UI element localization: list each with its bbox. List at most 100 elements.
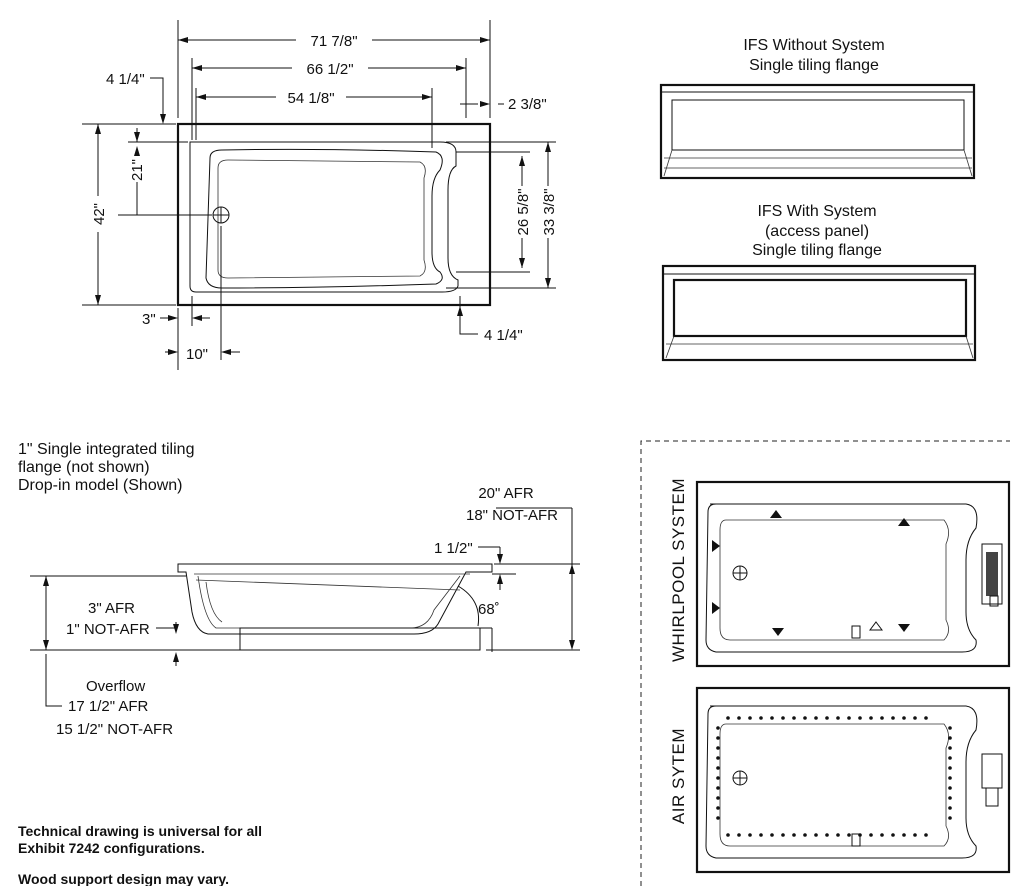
half-width-label: 21" [129,159,146,181]
air-jet-dot [716,736,720,740]
air-jet-dot [716,786,720,790]
ifs-with-subtitle: (access panel) [765,223,869,240]
air-jet-dot [770,716,774,720]
ifs-with-system: IFS With System (access panel) Single ti… [661,203,977,362]
overflow-not-afr-label: 15 1/2" NOT-AFR [56,721,173,738]
air-jet-dot [781,716,785,720]
ifs-without-title: IFS Without System [743,37,884,54]
air-jet-dot [913,833,917,837]
flange-label: 1 1/2" [434,540,473,557]
air-jet-dot [748,716,752,720]
footer-line-2: Exhibit 7242 configurations. [18,840,205,856]
air-jet-dot [716,776,720,780]
air-jet-dot [716,816,720,820]
air-jet-dot [948,736,952,740]
floor-not-afr-label: 1" NOT-AFR [66,621,150,638]
overflow-label: Overflow [86,678,145,695]
ifs-without-system: IFS Without System Single tiling flange [659,37,976,180]
air-system-label: AIR SYTEM [669,728,688,824]
air-jet-dot [759,833,763,837]
air-jet-dot [716,756,720,760]
ifs-without-subtitle: Single tiling flange [749,57,879,74]
bath-width-label: 26 5/8" [515,188,532,235]
air-jet-dot [726,833,730,837]
dashed-border [640,440,1010,886]
drain-offset-10-label: 10" [186,346,208,363]
air-jet-dot [836,833,840,837]
air-jet-dot [716,766,720,770]
air-jet-dot [902,833,906,837]
air-jet-dot [847,833,851,837]
footer-notes: Technical drawing is universal for all E… [18,823,262,886]
plan-view: 71 7/8" 66 1/2" 54 1/8" 4 1/4" 2 3/8" 42… [82,20,558,370]
whirlpool-system-label: WHIRLPOOL SYSTEM [669,478,688,662]
air-jet-dot [737,833,741,837]
section-note-3: Drop-in model (Shown) [18,477,183,494]
height-not-afr-label: 18" NOT-AFR [466,507,558,524]
whirlpool-pump-icon [981,543,1003,605]
air-jet-dot [880,716,884,720]
air-jet-dot [716,796,720,800]
footer-line-3: Wood support design may vary. [18,871,229,886]
overflow-afr-label: 17 1/2" AFR [68,698,149,715]
air-jet-dot [948,796,952,800]
air-jet-dot [836,716,840,720]
air-jet-dot [814,833,818,837]
air-jet-dot [803,716,807,720]
section-note-2: flange (not shown) [18,459,150,476]
air-jet-dot [825,833,829,837]
air-jet-dot [716,746,720,750]
air-jet-dot [716,726,720,730]
air-tub [695,686,1011,874]
air-jet-dot [948,786,952,790]
air-jet-dot [913,716,917,720]
air-jet-dot [948,816,952,820]
overall-length-label: 71 7/8" [310,33,357,50]
footer-line-1: Technical drawing is universal for all [18,823,262,839]
floor-afr-label: 3" AFR [88,600,135,617]
air-jet-dot [814,716,818,720]
air-jet-dot [924,716,928,720]
inner-length-label: 66 1/2" [306,61,353,78]
rim-width-label: 33 3/8" [541,188,558,235]
air-jet-dot [726,716,730,720]
air-jet-dot [948,726,952,730]
air-jet-dot [737,716,741,720]
right-offset-label: 2 3/8" [508,96,547,113]
bottom-offset-label: 4 1/4" [484,327,523,344]
height-afr-label: 20" AFR [478,485,534,502]
air-jet-dot [858,716,862,720]
air-blower-icon [981,753,1003,789]
air-jet-dot [781,833,785,837]
ifs-with-title: IFS With System [757,203,876,220]
air-jet-dot [948,776,952,780]
left-offset-label: 4 1/4" [106,71,145,88]
overall-width-label: 42" [91,203,108,225]
air-jet-dot [792,833,796,837]
air-jet-dot [770,833,774,837]
air-jet-dot [948,756,952,760]
air-jet-dot [891,716,895,720]
air-jet-dot [748,833,752,837]
air-jet-dot [880,833,884,837]
air-jet-dot [716,806,720,810]
ifs-with-flange: Single tiling flange [752,242,882,259]
air-jets [716,716,952,837]
air-jet-dot [847,716,851,720]
drain-offset-3-label: 3" [142,311,156,328]
access-panel [672,278,968,338]
air-jet-dot [869,716,873,720]
bath-basin [205,148,443,289]
angle-label: 68˚ [478,601,500,618]
air-jet-dot [891,833,895,837]
systems-panel: WHIRLPOOL SYSTEM AIR SYTEM [640,440,1011,886]
air-jet-dot [792,716,796,720]
air-jet-dot [948,766,952,770]
whirlpool-tub [695,480,1011,668]
air-jet-dot [948,746,952,750]
air-jet-dot [825,716,829,720]
section-note-1: 1" Single integrated tiling [18,441,194,458]
air-jet-dot [803,833,807,837]
air-jet-dot [924,833,928,837]
bath-length-label: 54 1/8" [287,90,334,107]
